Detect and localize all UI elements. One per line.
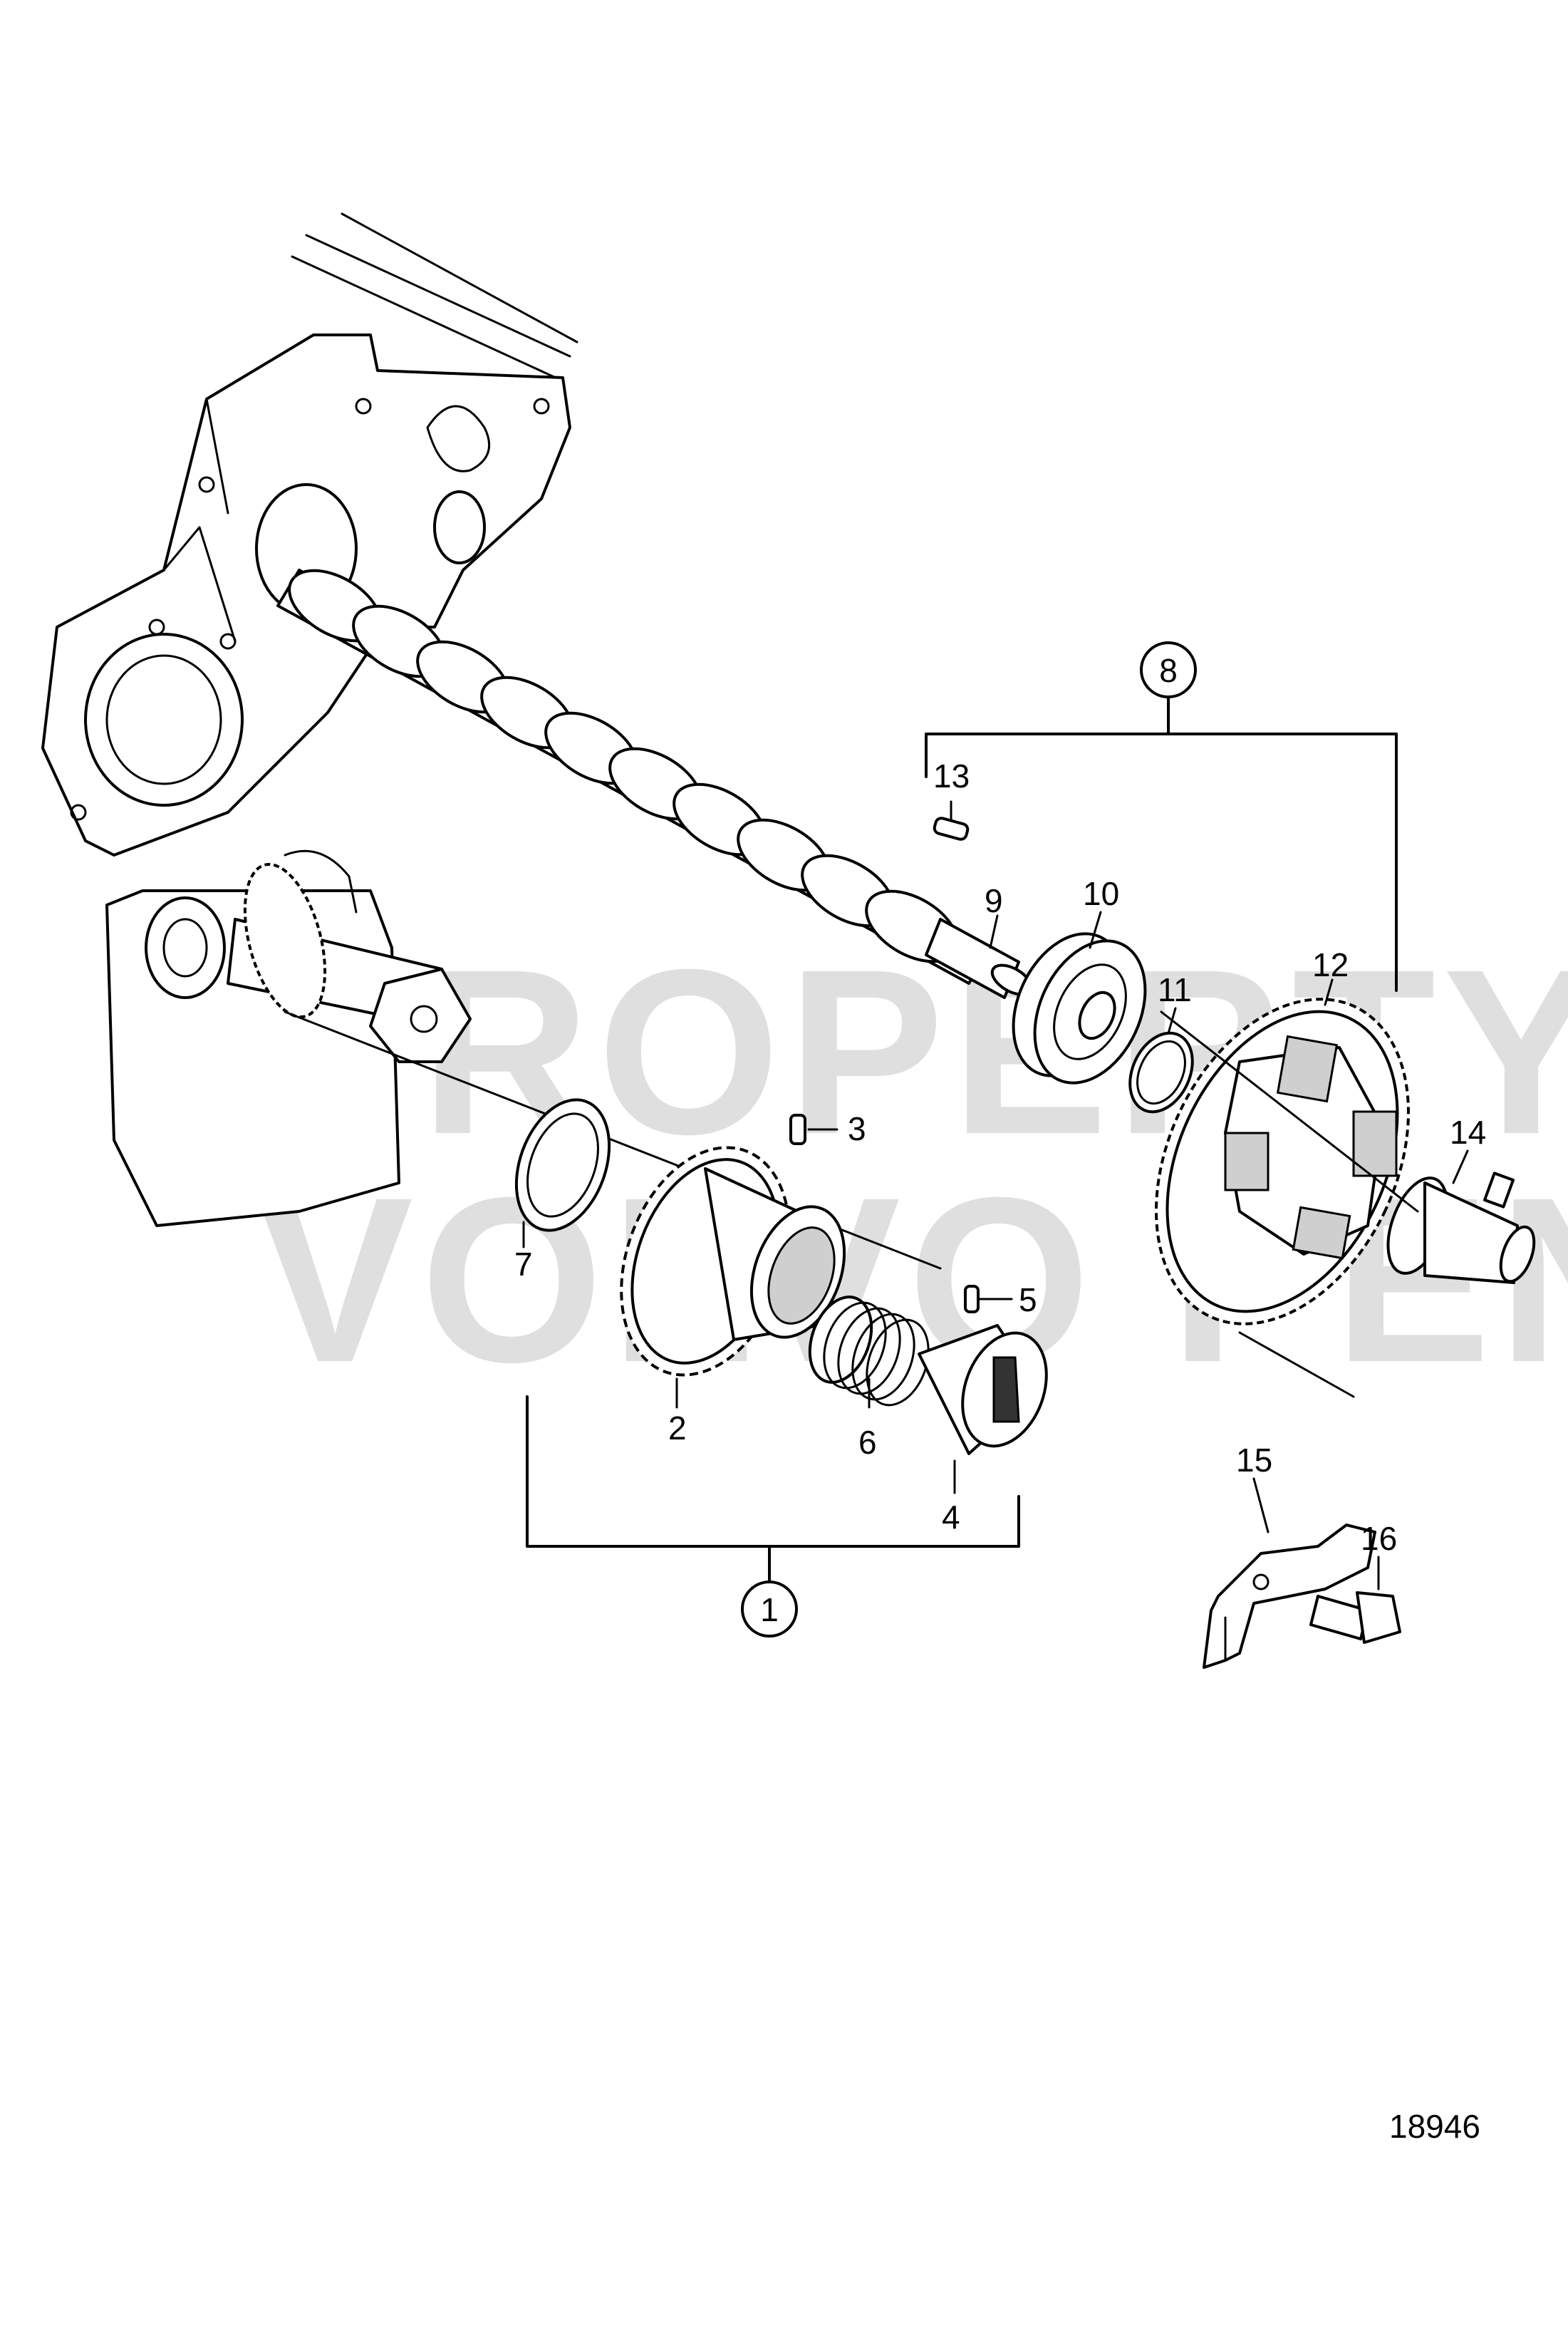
- plate-bolt-holes: [70, 398, 550, 821]
- idler-shaft-assembly: [105, 849, 472, 1227]
- cam-lobes: [288, 569, 959, 963]
- callout-9: 9: [985, 882, 1003, 919]
- part-2-idler-gear: [620, 1146, 846, 1377]
- callout-10: 10: [1083, 875, 1119, 912]
- callout-7: 7: [514, 1246, 533, 1283]
- part-10-bearing: [1012, 932, 1147, 1085]
- callout-12: 12: [1312, 946, 1349, 983]
- callout-14: 14: [1450, 1114, 1486, 1151]
- part-16-bolt: [1309, 1591, 1401, 1644]
- callout-2: 2: [668, 1409, 687, 1447]
- callout-15: 15: [1236, 1442, 1272, 1479]
- callout-5: 5: [1019, 1281, 1037, 1318]
- part-4-sleeve: [918, 1324, 1048, 1455]
- callout-13: 13: [933, 757, 970, 795]
- callout-16: 16: [1361, 1520, 1397, 1557]
- timing-plate: [41, 212, 578, 857]
- part-15-lever: [1203, 1524, 1376, 1669]
- svg-text:8: 8: [1159, 652, 1178, 689]
- bracket-8: [925, 733, 1398, 992]
- callout-6: 6: [858, 1424, 877, 1461]
- callout-8: 8: [1140, 641, 1197, 698]
- part-3-pin: [789, 1114, 806, 1145]
- part-14-hub: [1386, 1171, 1536, 1284]
- bolt-axis-line: [1238, 1331, 1355, 1398]
- part-5-pin: [964, 1285, 980, 1313]
- part-11-oring: [1128, 1031, 1194, 1114]
- part-13-key: [933, 817, 970, 841]
- part-9-shaft-end: [925, 918, 1033, 999]
- figure-number: 18946: [1389, 2108, 1480, 2145]
- callout-4: 4: [942, 1499, 960, 1536]
- bracket-1: [526, 1395, 1020, 1548]
- svg-text:1: 1: [760, 1591, 779, 1628]
- leader-lines: [522, 800, 1469, 1590]
- callout-1: 1: [741, 1581, 798, 1638]
- callout-11: 11: [1158, 971, 1192, 1008]
- camshaft: [276, 569, 992, 985]
- part-6-spring: [808, 1295, 930, 1407]
- part-7-washer: [514, 1098, 611, 1232]
- part-12-camshaft-gear: [1155, 998, 1410, 1325]
- callout-3: 3: [848, 1110, 866, 1147]
- upper-axis-line: [1160, 1010, 1419, 1213]
